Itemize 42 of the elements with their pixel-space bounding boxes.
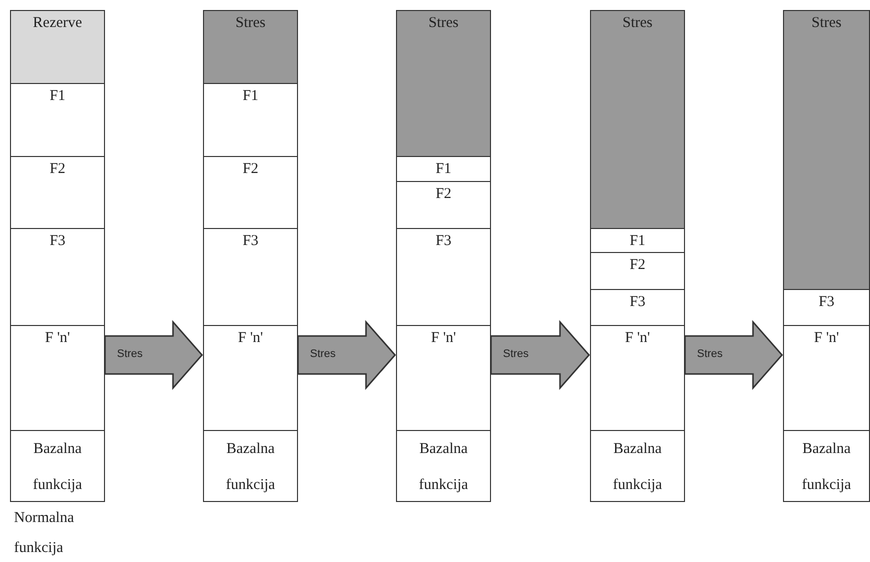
function-segment: F 'n' bbox=[784, 325, 869, 430]
function-segment: F3 bbox=[591, 289, 684, 325]
function-segment: Bazalna funkcija bbox=[204, 430, 297, 503]
function-segment: F 'n' bbox=[397, 325, 490, 430]
stack-column bbox=[396, 10, 491, 502]
function-segment: F3 bbox=[204, 228, 297, 325]
function-segment: F2 bbox=[11, 156, 104, 228]
function-segment: F3 bbox=[784, 289, 869, 325]
function-segment: Bazalna funkcija bbox=[397, 430, 490, 503]
block-arrow bbox=[104, 320, 203, 390]
function-segment: F1 bbox=[11, 83, 104, 156]
edge-label: Stres bbox=[697, 347, 723, 361]
stack-column bbox=[10, 10, 105, 502]
function-segment: F 'n' bbox=[11, 325, 104, 430]
function-segment: Bazalna funkcija bbox=[11, 430, 104, 503]
stack-column bbox=[783, 10, 870, 502]
function-segment: F1 bbox=[591, 228, 684, 252]
function-segment: F1 bbox=[397, 156, 490, 181]
function-segment: Bazalna funkcija bbox=[784, 430, 869, 503]
block-arrow bbox=[684, 320, 783, 390]
stress-segment: Stres bbox=[397, 11, 490, 156]
stress-segment: Stres bbox=[784, 11, 869, 289]
block-arrow bbox=[490, 320, 590, 390]
function-segment: F3 bbox=[11, 228, 104, 325]
stress-segment: Stres bbox=[204, 11, 297, 83]
edge-label: Stres bbox=[117, 347, 143, 361]
function-segment: F 'n' bbox=[204, 325, 297, 430]
function-segment: Bazalna funkcija bbox=[591, 430, 684, 503]
function-segment: F3 bbox=[397, 228, 490, 325]
function-segment: F2 bbox=[204, 156, 297, 228]
edge-label: Stres bbox=[310, 347, 336, 361]
stress-segment: Stres bbox=[591, 11, 684, 228]
function-segment: F2 bbox=[591, 252, 684, 289]
note-text: Normalna funkcija bbox=[14, 509, 75, 558]
block-arrow bbox=[297, 320, 396, 390]
reserve-segment: Rezerve bbox=[11, 11, 104, 83]
function-segment: F1 bbox=[204, 83, 297, 156]
function-segment: F 'n' bbox=[591, 325, 684, 430]
stack-column bbox=[203, 10, 298, 502]
function-segment: F2 bbox=[397, 181, 490, 228]
edge-label: Stres bbox=[503, 347, 529, 361]
stack-column bbox=[590, 10, 685, 502]
